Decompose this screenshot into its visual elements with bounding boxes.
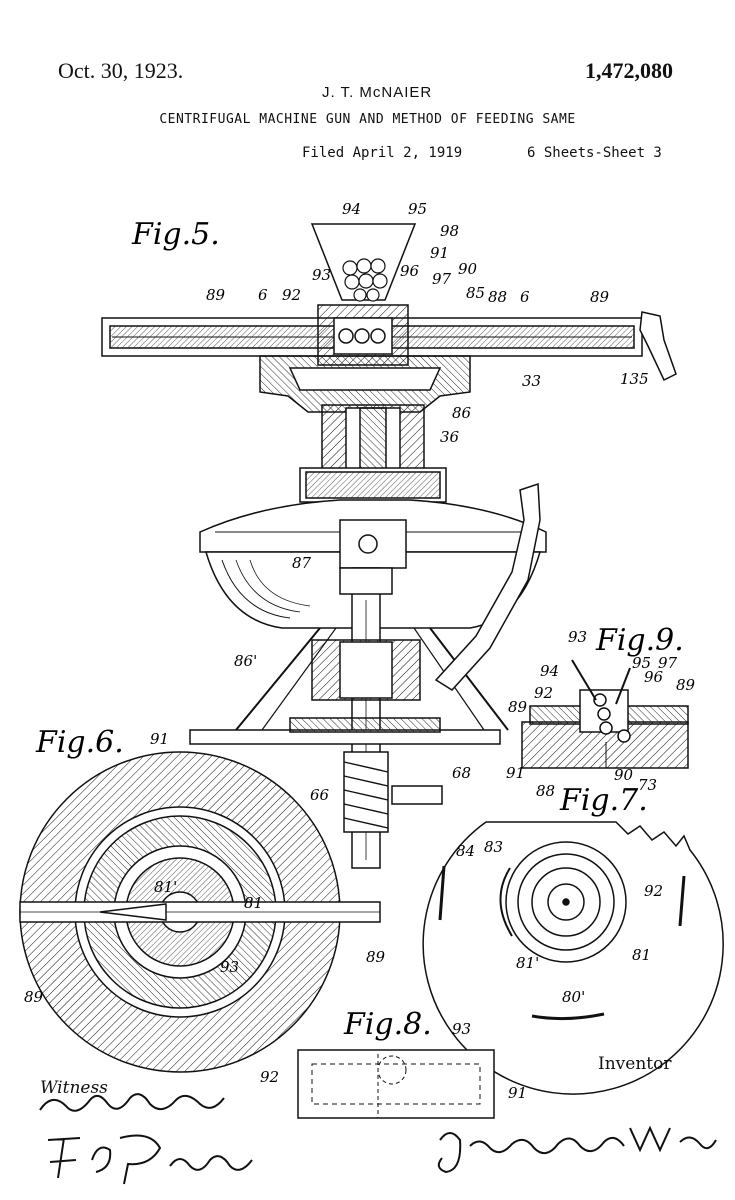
witness-label: Witness (40, 1078, 108, 1098)
ref-label: 91 (430, 244, 449, 262)
ref-label: 89 (206, 286, 226, 304)
patent-title: CENTRIFUGAL MACHINE GUN AND METHOD OF FE… (159, 112, 576, 127)
ref-label: 91 (150, 730, 169, 748)
patent-date: Oct. 30, 1923. (58, 58, 184, 83)
sheet-count: 6 Sheets-Sheet 3 (527, 145, 662, 161)
ref-label: 83 (484, 838, 503, 856)
figure-8-labels: 93 91 (452, 1020, 527, 1102)
inventor-signature (437, 1125, 717, 1174)
ref-label: 68 (452, 764, 471, 782)
ref-label: 88 (536, 782, 555, 800)
ref-label: 94 (342, 200, 361, 218)
ref-label: 89 (590, 288, 610, 306)
figure-9-title: Fig.9. (595, 623, 684, 658)
figure-8-title: Fig.8. (343, 1007, 432, 1042)
ref-label: 98 (440, 222, 459, 240)
ref-label: 135 (620, 370, 649, 388)
ref-label: 86 (452, 404, 472, 422)
witness-signature-2 (47, 1134, 253, 1185)
ref-label: 89 (366, 948, 386, 966)
ref-label: 97 (658, 654, 678, 672)
ref-label: 89 (508, 698, 528, 716)
ref-label: 95 (632, 654, 651, 672)
ref-label: 6 (520, 288, 530, 306)
figure-7-title: Fig.7. (559, 783, 648, 818)
ref-label: 96 (400, 262, 420, 280)
figure-6-title: Fig.6. (35, 725, 124, 760)
ref-label: 81' (516, 954, 539, 972)
ref-label: 81' (154, 878, 177, 896)
ref-label: 92 (260, 1068, 279, 1086)
ref-label: 81 (632, 946, 651, 964)
figure-5-title: Fig.5. (131, 217, 220, 252)
ref-label: 92 (282, 286, 301, 304)
ref-label: 73 (638, 776, 657, 794)
ref-label: 85 (466, 284, 485, 302)
figure-6-labels: 91 81' 81 93 89 89 92 (24, 730, 386, 1086)
ref-label: 33 (522, 372, 541, 390)
ref-label: 91 (506, 764, 525, 782)
ref-label: 95 (408, 200, 427, 218)
ref-label: 93 (312, 266, 331, 284)
witness-signature-1 (39, 1093, 225, 1112)
patent-number: 1,472,080 (585, 58, 673, 83)
figure-6-drawing (19, 751, 381, 1073)
figure-9-labels: 93 94 95 97 96 89 92 89 91 88 90 73 (506, 628, 696, 800)
figure-7-labels: 84 83 92 81 81' 80' (456, 838, 663, 1006)
ref-label: 93 (568, 628, 587, 646)
ref-label: 92 (644, 882, 663, 900)
figure-7-drawing (422, 821, 724, 1095)
ref-label: 88 (488, 288, 507, 306)
figure-5-labels: 94 95 98 96 91 97 90 93 89 6 92 85 88 6 … (206, 200, 649, 804)
ball-cluster (342, 258, 388, 302)
ref-label: 87 (292, 554, 312, 572)
figure-5-drawing (101, 223, 677, 869)
ref-label: 84 (456, 842, 475, 860)
ref-label: 90 (458, 260, 478, 278)
ref-label: 80' (562, 988, 585, 1006)
ref-label: 93 (452, 1020, 471, 1038)
ref-label: 90 (614, 766, 634, 784)
ref-label: 66 (310, 786, 330, 804)
figure-8-drawing (297, 1049, 495, 1119)
ref-label: 81 (244, 894, 263, 912)
filing-date: Filed April 2, 1919 (302, 145, 463, 161)
ref-label: 92 (534, 684, 553, 702)
inventor-name: J. T. McNAIER (322, 84, 433, 101)
ref-label: 86' (234, 652, 257, 670)
ref-label: 97 (432, 270, 452, 288)
ref-label: 93 (220, 958, 239, 976)
ref-label: 36 (440, 428, 460, 446)
ref-label: 89 (24, 988, 44, 1006)
ref-label: 94 (540, 662, 559, 680)
figure-9-drawing (521, 659, 689, 769)
inventor-label: Inventor (598, 1054, 672, 1074)
ref-label: 91 (508, 1084, 527, 1102)
ref-label: 89 (676, 676, 696, 694)
ref-label: 6 (258, 286, 268, 304)
ref-label: 96 (644, 668, 664, 686)
